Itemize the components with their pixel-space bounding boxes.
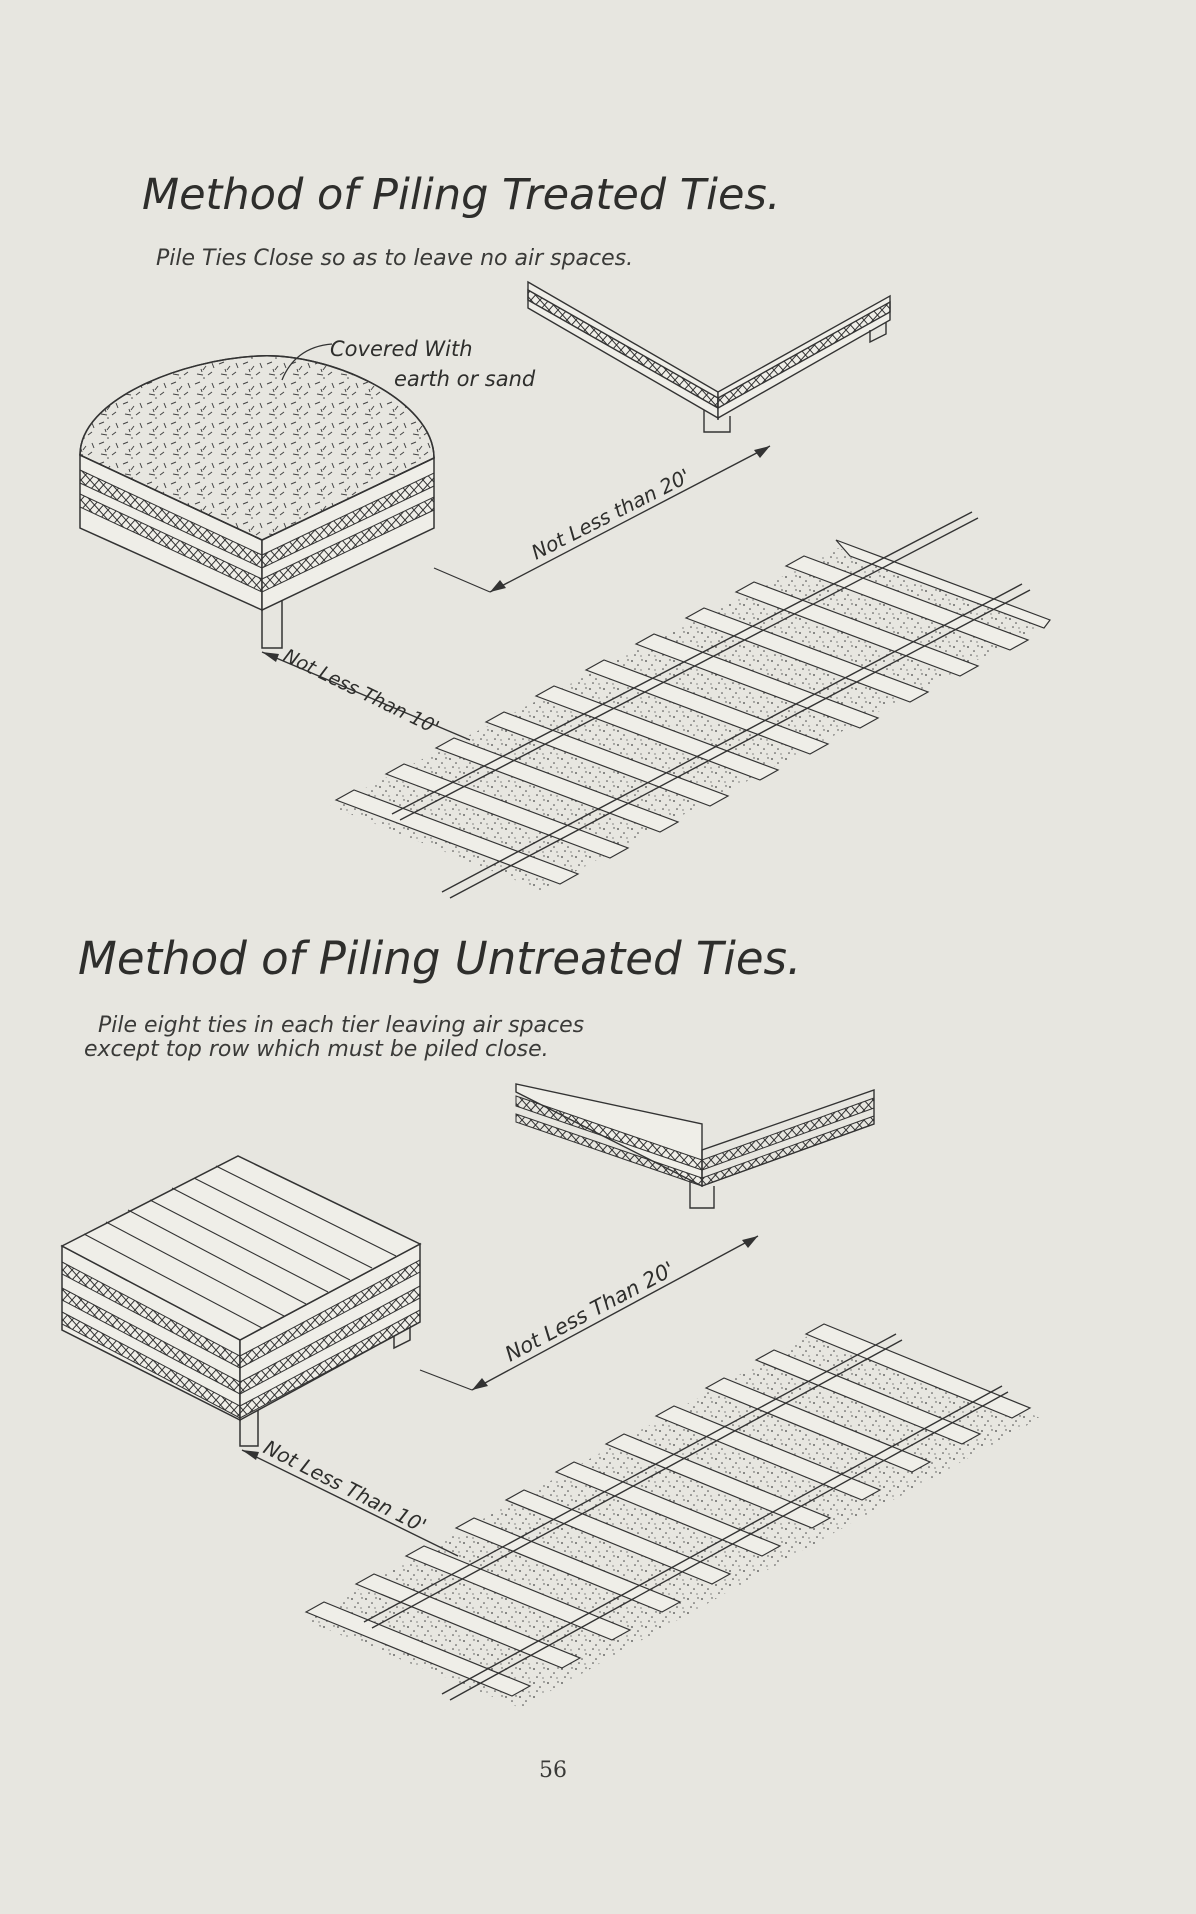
untreated-ties-title: Method of Piling Untreated Ties. — [78, 932, 802, 985]
treated-back-pile — [527, 280, 891, 433]
cover-label-line-1: Covered With — [330, 337, 473, 361]
untreated-ties-diagram: Not Less Than 20' Not Less Than 10' — [60, 1083, 1040, 1708]
treated-ties-note: Pile Ties Close so as to leave no air sp… — [156, 246, 634, 271]
treated-front-pile — [79, 355, 435, 649]
untreated-ties-note-line-2: except top row which must be piled close… — [84, 1037, 549, 1062]
untreated-front-pile — [60, 1155, 422, 1447]
treated-distance-20-label: Not Less than 20' — [527, 464, 694, 565]
treated-distance-10-label: Not Less Than 10' — [280, 645, 443, 739]
untreated-distance-20-label: Not Less Than 20' — [501, 1257, 678, 1367]
cover-label-line-2: earth or sand — [394, 367, 536, 391]
untreated-ties-note-line-1: Pile eight ties in each tier leaving air… — [98, 1013, 585, 1038]
untreated-distance-10-label: Not Less Than 10' — [260, 1435, 431, 1538]
treated-ties-diagram: Covered With earth or sand Not Less than… — [79, 280, 1051, 899]
untreated-track — [304, 1323, 1040, 1708]
untreated-back-pile — [515, 1083, 875, 1209]
treated-ties-title: Method of Piling Treated Ties. — [142, 170, 781, 220]
treated-track — [330, 511, 1051, 899]
page-number: 56 — [539, 1758, 567, 1783]
